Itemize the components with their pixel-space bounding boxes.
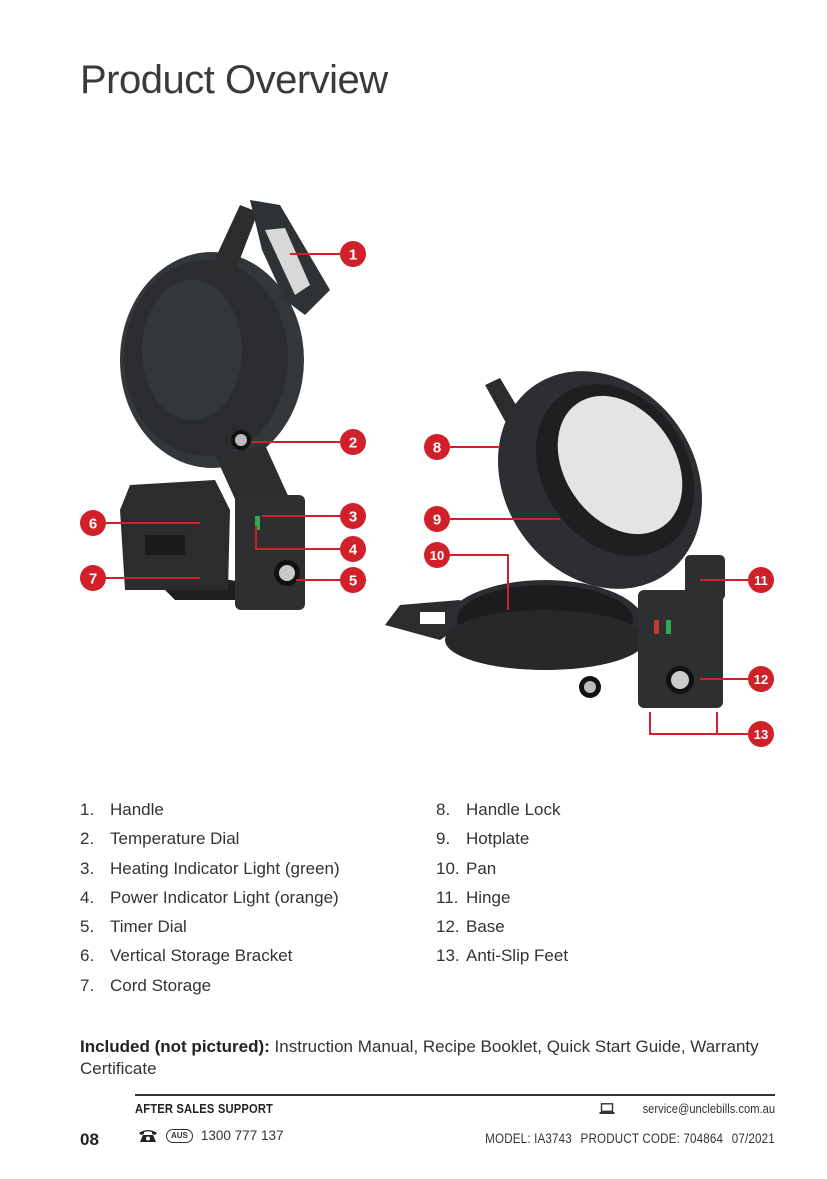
- svg-text:3: 3: [349, 509, 357, 526]
- callout-5: 5: [340, 567, 366, 593]
- svg-text:7: 7: [89, 571, 97, 588]
- telephone-icon: [139, 1130, 157, 1142]
- callout-10: 10: [424, 542, 450, 568]
- print-date: 07/2021: [731, 1131, 775, 1146]
- svg-text:4: 4: [349, 542, 358, 559]
- callout-8: 8: [424, 434, 450, 460]
- leader-lines: [104, 253, 748, 735]
- model-number: MODEL: IA3743: [485, 1131, 573, 1146]
- open-appliance: [385, 371, 725, 708]
- parts-list-left: 1.Handle 2.Temperature Dial 3.Heating In…: [80, 795, 340, 1000]
- list-item: 11.Hinge: [436, 887, 511, 907]
- list-item: 13.Anti-Slip Feet: [436, 946, 569, 966]
- upright-appliance: [120, 200, 330, 610]
- laptop-icon: [599, 1102, 615, 1114]
- parts-list-right: 8.Handle Lock 9.Hotplate 10.Pan 11.Hinge…: [436, 795, 568, 971]
- support-title: AFTER SALES SUPPORT: [135, 1101, 274, 1116]
- svg-text:11: 11: [754, 573, 768, 588]
- list-item: 12.Base: [436, 917, 505, 937]
- svg-text:6: 6: [89, 516, 97, 533]
- phone-number[interactable]: 1300 777 137: [200, 1128, 284, 1143]
- callout-2: 2: [340, 429, 366, 455]
- included-text: Instruction Manual, Recipe Booklet, Quic…: [80, 1037, 759, 1078]
- list-item: 9.Hotplate: [436, 829, 530, 849]
- email-address[interactable]: service@unclebills.com.au: [642, 1101, 775, 1116]
- svg-text:8: 8: [433, 440, 441, 457]
- model-info: MODEL: IA3743 PRODUCT CODE: 704864 07/2021: [485, 1131, 775, 1146]
- svg-text:13: 13: [754, 727, 768, 742]
- callout-4: 4: [340, 536, 366, 562]
- callout-9: 9: [424, 506, 450, 532]
- product-code: PRODUCT CODE: 704864: [580, 1131, 724, 1146]
- svg-text:9: 9: [433, 512, 441, 529]
- list-item: 1.Handle: [80, 800, 164, 819]
- page-number: 08: [80, 1130, 99, 1149]
- svg-text:10: 10: [430, 548, 444, 563]
- included-note: Included (not pictured): Instruction Man…: [80, 1036, 760, 1080]
- list-item: 6.Vertical Storage Bracket: [80, 946, 293, 966]
- svg-text:2: 2: [349, 435, 357, 452]
- callout-6: 6: [80, 510, 106, 536]
- callout-7: 7: [80, 565, 106, 591]
- callout-11: 11: [748, 567, 774, 593]
- callout-1: 1: [340, 241, 366, 267]
- footer-email: service@unclebills.com.au: [599, 1101, 775, 1116]
- page-title: Product Overview: [80, 58, 388, 102]
- list-item: 4.Power Indicator Light (orange): [80, 887, 339, 907]
- footer-phone: AUS 1300 777 137: [138, 1128, 283, 1143]
- callout-3: 3: [340, 503, 366, 529]
- callout-13: 13: [748, 721, 774, 747]
- svg-text:5: 5: [349, 573, 357, 590]
- aus-badge: AUS: [166, 1128, 193, 1143]
- svg-text:12: 12: [754, 672, 768, 687]
- product-illustration: 1 2 3 4 5 6 7 8 9 10 11 12: [80, 200, 774, 747]
- callout-12: 12: [748, 666, 774, 692]
- included-label: Included (not pictured):: [80, 1037, 270, 1056]
- svg-text:1: 1: [349, 247, 357, 264]
- list-item: 2.Temperature Dial: [80, 829, 240, 849]
- list-item: 10.Pan: [436, 858, 497, 878]
- list-item: 5.Timer Dial: [80, 917, 187, 937]
- list-item: 3.Heating Indicator Light (green): [80, 858, 340, 878]
- list-item: 7.Cord Storage: [80, 975, 212, 995]
- footer-divider: [135, 1094, 775, 1096]
- list-item: 8.Handle Lock: [436, 800, 561, 819]
